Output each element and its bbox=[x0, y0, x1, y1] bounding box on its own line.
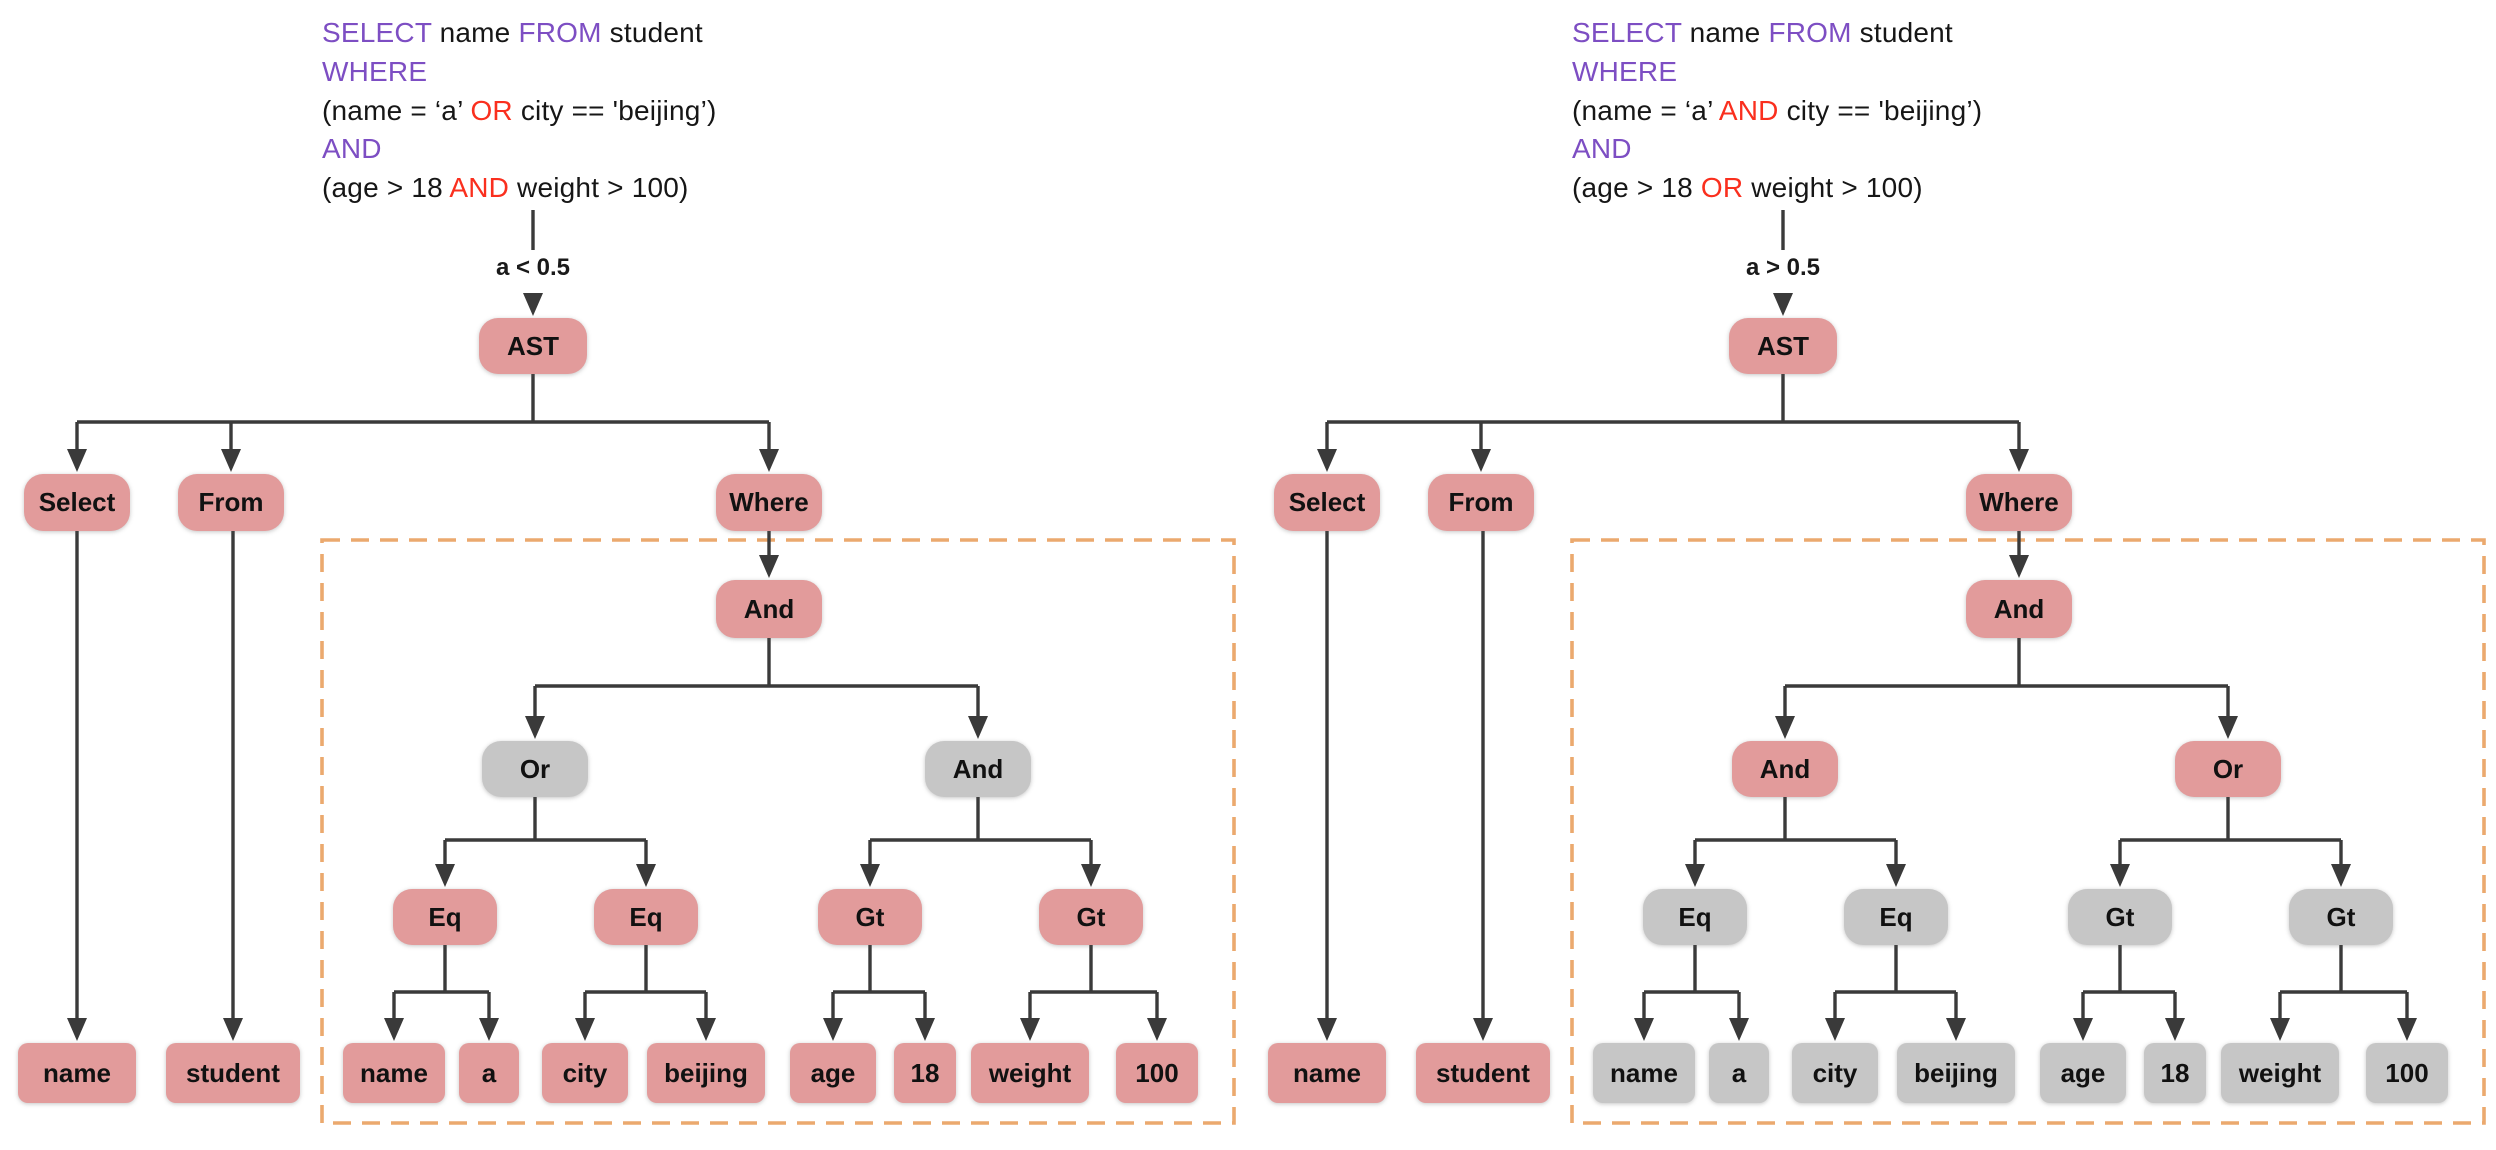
sql-segment: FROM bbox=[1768, 17, 1852, 48]
sql-line: (name = ‘a’ OR city == 'beijing’) bbox=[322, 92, 717, 131]
node-leaf_a: a bbox=[459, 1043, 519, 1103]
sql-segment: OR bbox=[1700, 172, 1744, 204]
node-where: Where bbox=[716, 474, 822, 531]
highlight-dashed-box bbox=[320, 538, 1236, 1125]
branch-condition-label: a > 0.5 bbox=[1745, 254, 1821, 281]
node-where: Where bbox=[1966, 474, 2072, 531]
node-leaf_student: student bbox=[166, 1043, 300, 1103]
node-orr: Or bbox=[2175, 741, 2281, 797]
sql-line: (age > 18 AND weight > 100) bbox=[322, 169, 717, 208]
sql-segment: weight > 100) bbox=[1743, 172, 1923, 204]
node-and1: And bbox=[716, 580, 822, 638]
node-leaf_age: age bbox=[2040, 1043, 2126, 1103]
node-eq1: Eq bbox=[393, 889, 497, 945]
node-gt2: Gt bbox=[2289, 889, 2393, 945]
sql-segment: (age > 18 bbox=[322, 172, 450, 204]
sql-segment: (name = ‘a’ bbox=[322, 94, 471, 126]
node-leaf_city: city bbox=[1792, 1043, 1878, 1103]
node-leaf_a: a bbox=[1709, 1043, 1769, 1103]
sql-line: WHERE bbox=[1572, 53, 1982, 92]
node-leaf_name: name bbox=[343, 1043, 445, 1103]
node-gt1: Gt bbox=[818, 889, 922, 945]
sql-line: (age > 18 OR weight > 100) bbox=[1572, 169, 1982, 208]
node-from: From bbox=[1428, 474, 1534, 531]
sql-segment: WHERE bbox=[322, 55, 428, 87]
node-leaf_weight: weight bbox=[2221, 1043, 2339, 1103]
node-leaf_beijing: beijing bbox=[1897, 1043, 2015, 1103]
sql-segment: AND bbox=[1718, 94, 1779, 126]
node-leaf_weight: weight bbox=[971, 1043, 1089, 1103]
sql-line: SELECT name FROM student bbox=[322, 14, 717, 53]
sql-segment: OR bbox=[470, 94, 513, 126]
edge-lines bbox=[75, 210, 1159, 1019]
node-andl: And bbox=[1732, 741, 1838, 797]
node-from: From bbox=[178, 474, 284, 531]
node-eq2: Eq bbox=[1844, 889, 1948, 945]
sql-segment: FROM bbox=[518, 17, 602, 48]
node-leaf_name_sel: name bbox=[1268, 1043, 1386, 1103]
sql-segment: AND bbox=[1572, 133, 1632, 165]
tree-edges bbox=[67, 210, 1236, 1125]
sql-segment: AND bbox=[322, 133, 382, 165]
node-leaf_18: 18 bbox=[894, 1043, 956, 1103]
node-gt2: Gt bbox=[1039, 889, 1143, 945]
sql-line: (name = ‘a’ AND city == 'beijing’) bbox=[1572, 92, 1982, 131]
node-and2: And bbox=[925, 741, 1031, 797]
sql-segment: city == 'beijing’) bbox=[512, 94, 717, 126]
node-leaf_beijing: beijing bbox=[647, 1043, 765, 1103]
node-ast: AST bbox=[479, 318, 587, 374]
sql-line: SELECT name FROM student bbox=[1572, 14, 1982, 53]
node-ast: AST bbox=[1729, 318, 1837, 374]
sql-segment: name bbox=[1681, 17, 1769, 48]
highlight-dashed-box bbox=[1570, 538, 2486, 1125]
tree-edges bbox=[1317, 210, 2486, 1125]
sql-line: AND bbox=[1572, 130, 1982, 169]
node-select: Select bbox=[1274, 474, 1380, 531]
sql-segment: weight > 100) bbox=[509, 172, 689, 204]
sql-segment: AND bbox=[449, 172, 510, 204]
sql-segment: name bbox=[431, 17, 519, 48]
node-leaf_100: 100 bbox=[2366, 1043, 2448, 1103]
sql-segment: student bbox=[1851, 17, 1953, 48]
edge-lines bbox=[1325, 210, 2409, 1019]
node-select: Select bbox=[24, 474, 130, 531]
branch-condition-label: a < 0.5 bbox=[495, 254, 571, 281]
sql-segment: (name = ‘a’ bbox=[1572, 94, 1719, 126]
sql-line: AND bbox=[322, 130, 717, 169]
node-leaf_18: 18 bbox=[2144, 1043, 2206, 1103]
node-leaf_name_sel: name bbox=[18, 1043, 136, 1103]
sql-segment: city == 'beijing’) bbox=[1778, 94, 1983, 126]
node-leaf_age: age bbox=[790, 1043, 876, 1103]
node-leaf_100: 100 bbox=[1116, 1043, 1198, 1103]
sql-segment: (age > 18 bbox=[1572, 172, 1701, 204]
node-leaf_student: student bbox=[1416, 1043, 1550, 1103]
sql-segment: WHERE bbox=[1572, 55, 1678, 87]
node-eq1: Eq bbox=[1643, 889, 1747, 945]
node-or1: Or bbox=[482, 741, 588, 797]
sql-segment: SELECT bbox=[322, 17, 432, 48]
node-leaf_city: city bbox=[542, 1043, 628, 1103]
sql-line: WHERE bbox=[322, 53, 717, 92]
node-and1: And bbox=[1966, 580, 2072, 638]
sql-segment: SELECT bbox=[1572, 17, 1682, 48]
node-gt1: Gt bbox=[2068, 889, 2172, 945]
sql-segment: student bbox=[601, 17, 703, 48]
node-leaf_name: name bbox=[1593, 1043, 1695, 1103]
node-eq2: Eq bbox=[594, 889, 698, 945]
